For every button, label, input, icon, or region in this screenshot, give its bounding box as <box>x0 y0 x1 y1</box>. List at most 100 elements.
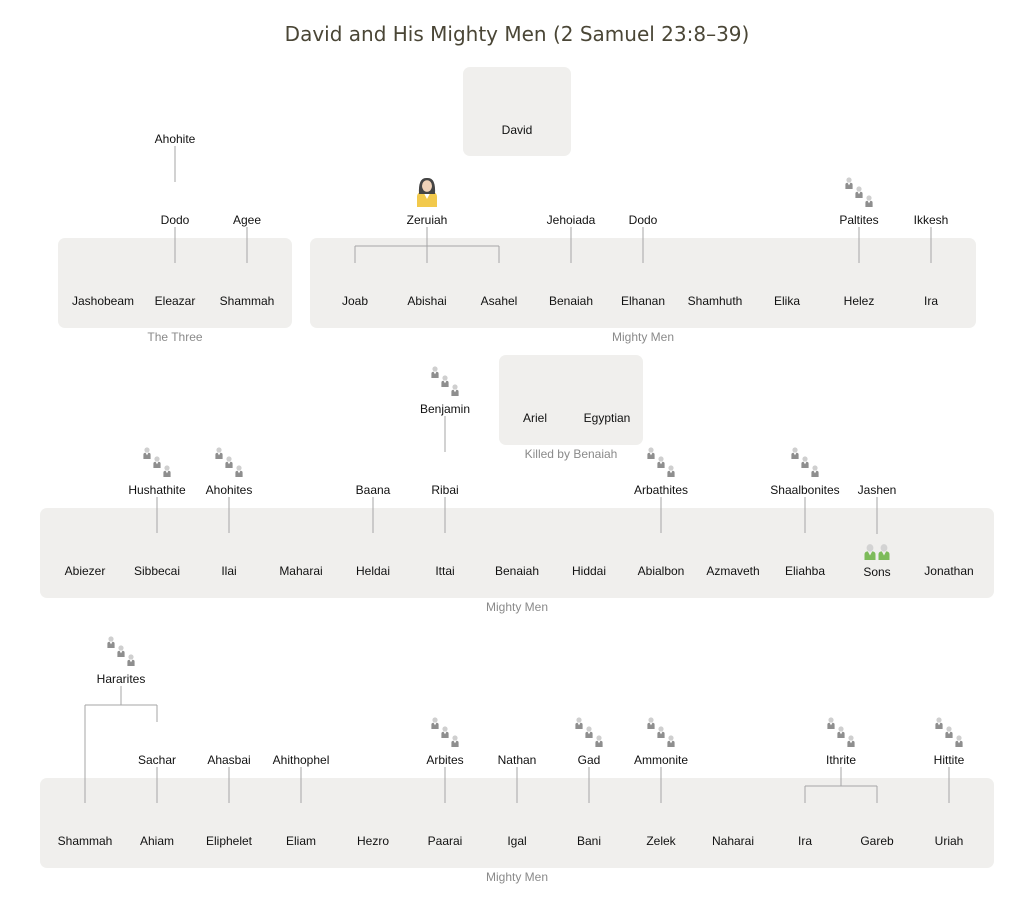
node-ikkesh: Ikkesh <box>914 213 949 227</box>
node-ribai: Ribai <box>431 483 458 497</box>
node-label: Sachar <box>138 753 176 767</box>
node-arbites: Arbites <box>426 717 464 767</box>
node-label: Hushathite <box>128 483 186 497</box>
node-paltites: Paltites <box>839 177 879 227</box>
node-hararites: Hararites <box>97 636 146 686</box>
node-shammah: Shammah <box>58 834 113 848</box>
node-label: Joab <box>342 294 368 308</box>
killed-by-benaiah-group-label: Killed by Benaiah <box>525 447 618 461</box>
node-hushathite: Hushathite <box>128 447 186 497</box>
node-eleazar: Eleazar <box>155 294 196 308</box>
node-maharai: Maharai <box>279 564 322 578</box>
node-joab: Joab <box>342 294 368 308</box>
node-arbathites: Arbathites <box>634 447 688 497</box>
node-dodo: Dodo <box>629 213 658 227</box>
node-paarai: Paarai <box>428 834 463 848</box>
people-group-icon <box>215 447 243 477</box>
people-group-icon <box>647 717 675 747</box>
node-label: Hittite <box>934 753 965 767</box>
node-abiezer: Abiezer <box>65 564 106 578</box>
node-label: Jashobeam <box>72 294 134 308</box>
node-shammah: Shammah <box>220 294 275 308</box>
node-ilai: Ilai <box>221 564 236 578</box>
node-eliam: Eliam <box>286 834 316 848</box>
node-jashen: Jashen <box>858 483 897 497</box>
node-ira: Ira <box>924 294 938 308</box>
node-label: David <box>502 123 533 137</box>
node-hittite: Hittite <box>934 717 965 767</box>
node-label: Agee <box>233 213 261 227</box>
node-label: Ahohites <box>206 483 253 497</box>
node-label: Zelek <box>646 834 676 848</box>
node-label: Helez <box>844 294 875 308</box>
node-jashobeam: Jashobeam <box>72 294 134 308</box>
node-zeruiah: Zeruiah <box>407 177 447 227</box>
people-group-icon <box>143 447 171 477</box>
node-label: Ira <box>798 834 812 848</box>
node-label: Benaiah <box>549 294 593 308</box>
node-label: Hezro <box>357 834 389 848</box>
node-hiddai: Hiddai <box>572 564 606 578</box>
node-label: Eliphelet <box>206 834 253 848</box>
node-label: Ahiam <box>140 834 174 848</box>
node-label: Sibbecai <box>134 564 180 578</box>
node-label: Shammah <box>220 294 275 308</box>
people-group-icon <box>431 366 459 396</box>
node-label: Egyptian <box>584 411 631 425</box>
the-three-group-box <box>58 238 292 328</box>
node-ariel: Ariel <box>523 411 547 425</box>
node-shamhuth: Shamhuth <box>688 294 743 308</box>
node-ira: Ira <box>798 834 812 848</box>
node-label: Ahohite <box>155 132 196 146</box>
node-jehoiada: Jehoiada <box>547 213 596 227</box>
node-nathan: Nathan <box>498 753 537 767</box>
people-group-icon <box>431 717 459 747</box>
people-group-icon <box>935 717 963 747</box>
mighty-men-3-group-box <box>40 778 994 868</box>
node-ithrite: Ithrite <box>826 717 856 767</box>
killed-by-benaiah-group-box <box>499 355 643 445</box>
node-label: Eliam <box>286 834 316 848</box>
node-label: Jehoiada <box>547 213 596 227</box>
node-label: Eleazar <box>155 294 196 308</box>
node-helez: Helez <box>844 294 875 308</box>
node-zelek: Zelek <box>646 834 676 848</box>
node-david: David <box>502 123 533 137</box>
people-group-icon <box>791 447 819 477</box>
node-label: Abialbon <box>638 564 685 578</box>
node-label: Ilai <box>221 564 236 578</box>
node-label: Benjamin <box>420 402 470 416</box>
node-label: Ahasbai <box>207 753 250 767</box>
node-baana: Baana <box>356 483 391 497</box>
node-ahohite: Ahohite <box>155 132 196 146</box>
people-group-icon <box>647 447 675 477</box>
node-eliahba: Eliahba <box>785 564 825 578</box>
node-abialbon: Abialbon <box>638 564 685 578</box>
node-label: Nathan <box>498 753 537 767</box>
node-sachar: Sachar <box>138 753 176 767</box>
node-eliphelet: Eliphelet <box>206 834 253 848</box>
node-label: Dodo <box>161 213 190 227</box>
node-hezro: Hezro <box>357 834 389 848</box>
node-label: Abiezer <box>65 564 106 578</box>
people-group-icon <box>845 177 873 207</box>
node-egyptian: Egyptian <box>584 411 631 425</box>
node-label: Baana <box>356 483 391 497</box>
node-label: Ariel <box>523 411 547 425</box>
david-box-group-box <box>463 67 571 156</box>
woman-icon <box>417 177 437 207</box>
node-label: Sons <box>863 565 890 579</box>
node-jonathan: Jonathan <box>924 564 973 578</box>
node-label: Dodo <box>629 213 658 227</box>
mighty-men-1-group-label: Mighty Men <box>612 330 674 344</box>
node-label: Ikkesh <box>914 213 949 227</box>
node-asahel: Asahel <box>481 294 518 308</box>
node-label: Ithrite <box>826 753 856 767</box>
node-label: Paarai <box>428 834 463 848</box>
node-benaiah: Benaiah <box>495 564 539 578</box>
node-label: Naharai <box>712 834 754 848</box>
node-label: Elhanan <box>621 294 665 308</box>
node-label: Hararites <box>97 672 146 686</box>
node-label: Gad <box>578 753 601 767</box>
